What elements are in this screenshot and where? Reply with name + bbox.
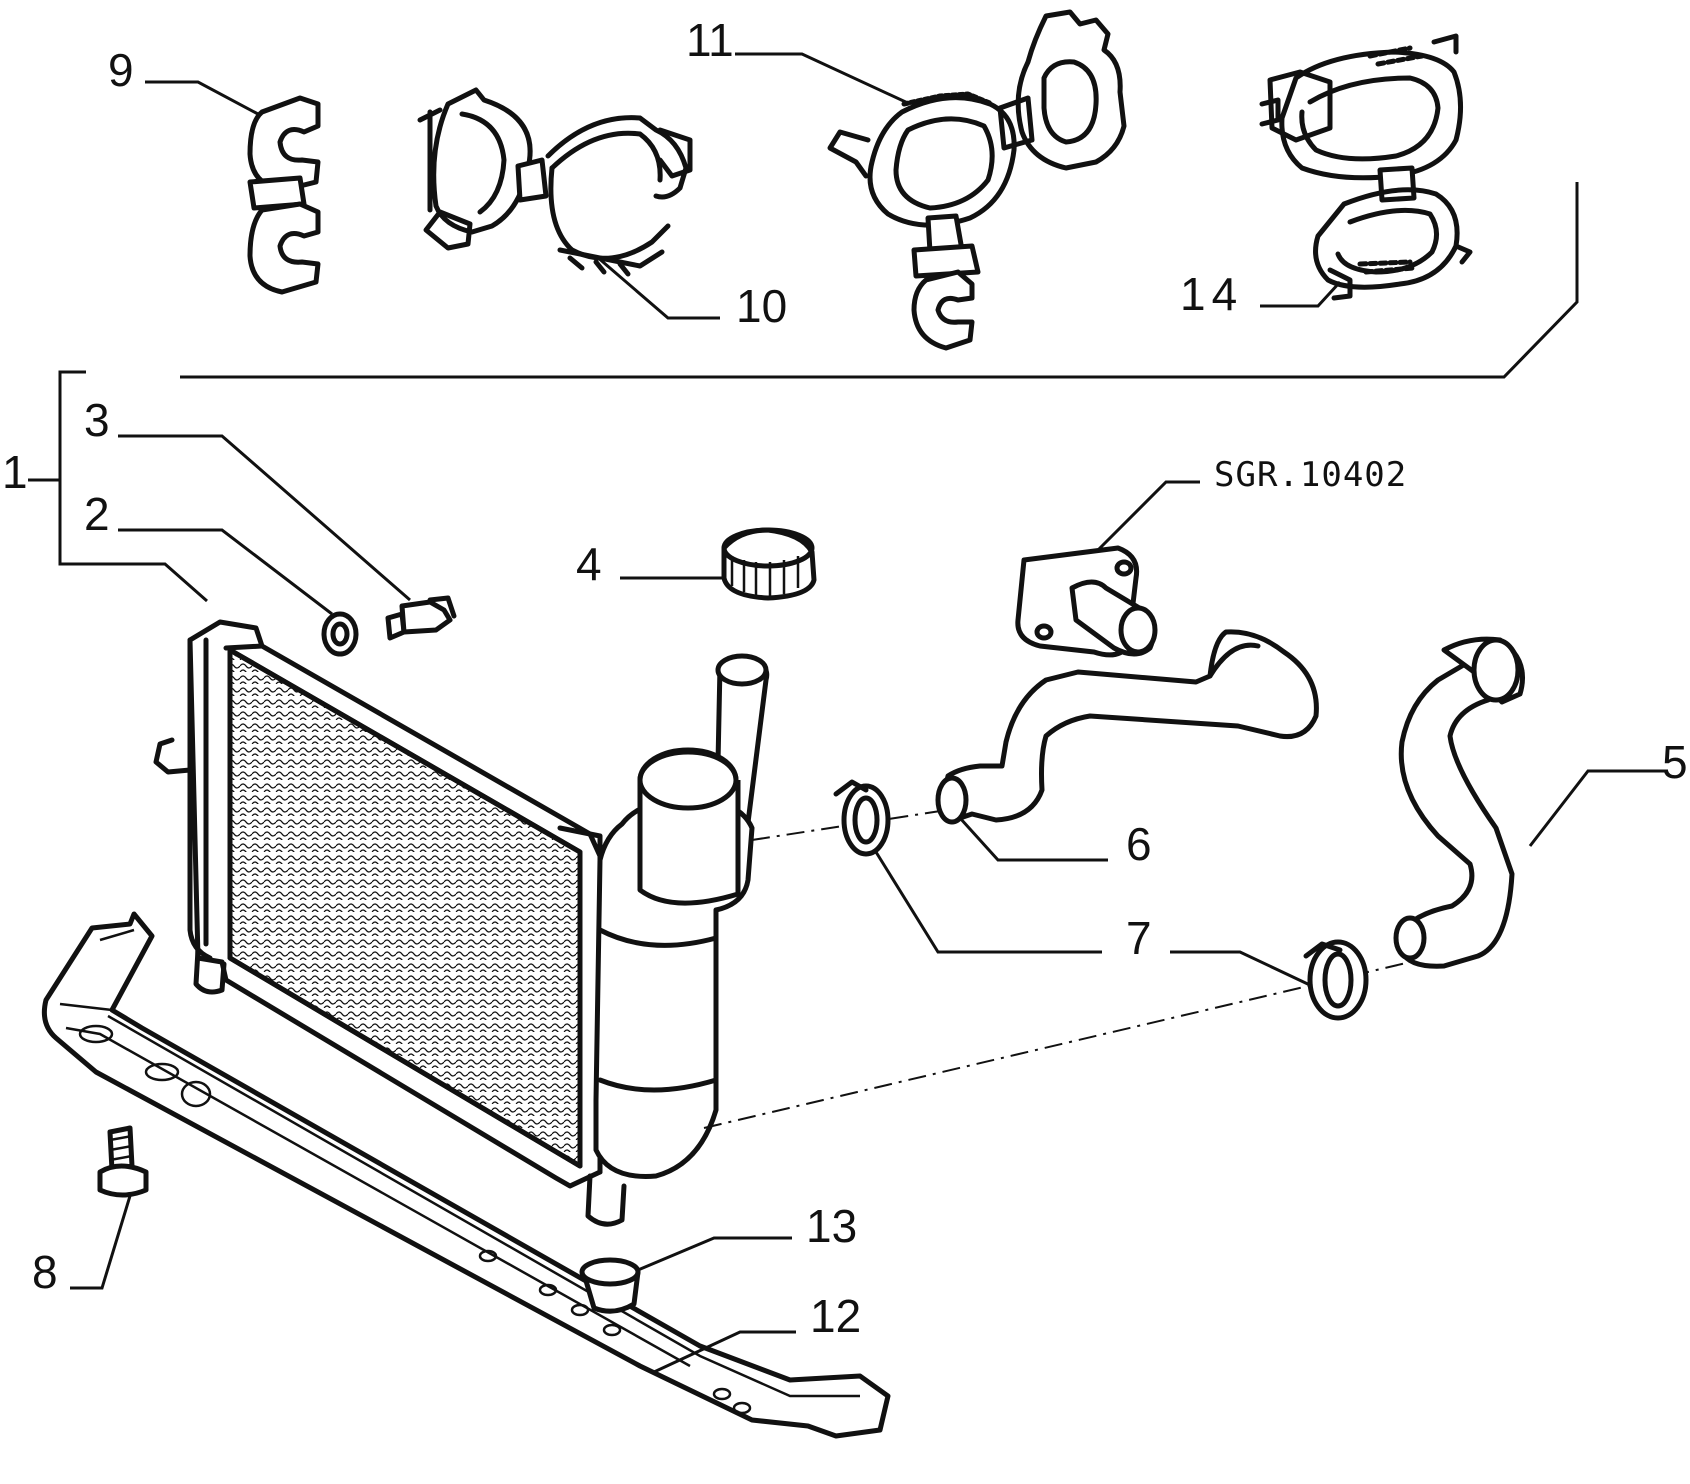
callout-8-leader [70,1195,132,1290]
callout-sgr-leader [1094,480,1200,554]
expansion-tank [593,653,770,1179]
callout-3: 3 [84,394,110,446]
callout-9-leader [145,80,259,116]
radiator [153,619,627,1227]
callout-9: 9 [108,44,134,96]
drawing-code: SGR.10402 [1214,455,1407,495]
callout-5: 5 [1662,736,1688,788]
thermostat-housing [1015,545,1158,658]
callout-1: 1 [2,446,28,498]
clip-10 [417,87,693,277]
callout-5-leader [1528,769,1668,847]
callout-4: 4 [576,538,602,590]
assembly-group-bracket [180,182,1579,379]
pressure-cap [721,527,817,601]
callout-12-leader [653,1330,796,1374]
callout-11: 11 [686,14,734,66]
callout-13-leader [637,1236,792,1272]
clip-11 [827,9,1127,351]
callout-12: 12 [810,1290,861,1342]
callout-10-leader [595,254,720,320]
callout-14: 14 [1180,268,1243,320]
upper-hose [935,629,1319,825]
callout-14-leader [1260,280,1342,308]
callout-2-leader [118,528,333,616]
callout-7-leader-right [1170,950,1313,988]
callout-7-leader-left [874,851,1102,954]
callout-11-leader [735,52,911,106]
washer [321,611,359,657]
temperature-switch [385,595,457,641]
crossmember [41,911,891,1439]
callout-7: 7 [1126,912,1152,964]
hose-clamp-upper [833,779,891,857]
callout-8: 8 [32,1246,58,1298]
callout-2: 2 [84,488,110,540]
lower-hose [1393,636,1525,969]
callout-6-leader [958,816,1108,862]
clip-9 [247,95,321,295]
bolt [97,1125,149,1198]
callout-13: 13 [806,1200,857,1252]
callout-6: 6 [1126,818,1152,870]
rubber-mount [579,1257,641,1314]
callout-10: 10 [736,280,787,332]
callout-3-leader [118,434,411,602]
clip-14 [1259,33,1473,301]
assembly-1-bracket [58,370,208,603]
hose-clamp-lower [1303,939,1369,1021]
